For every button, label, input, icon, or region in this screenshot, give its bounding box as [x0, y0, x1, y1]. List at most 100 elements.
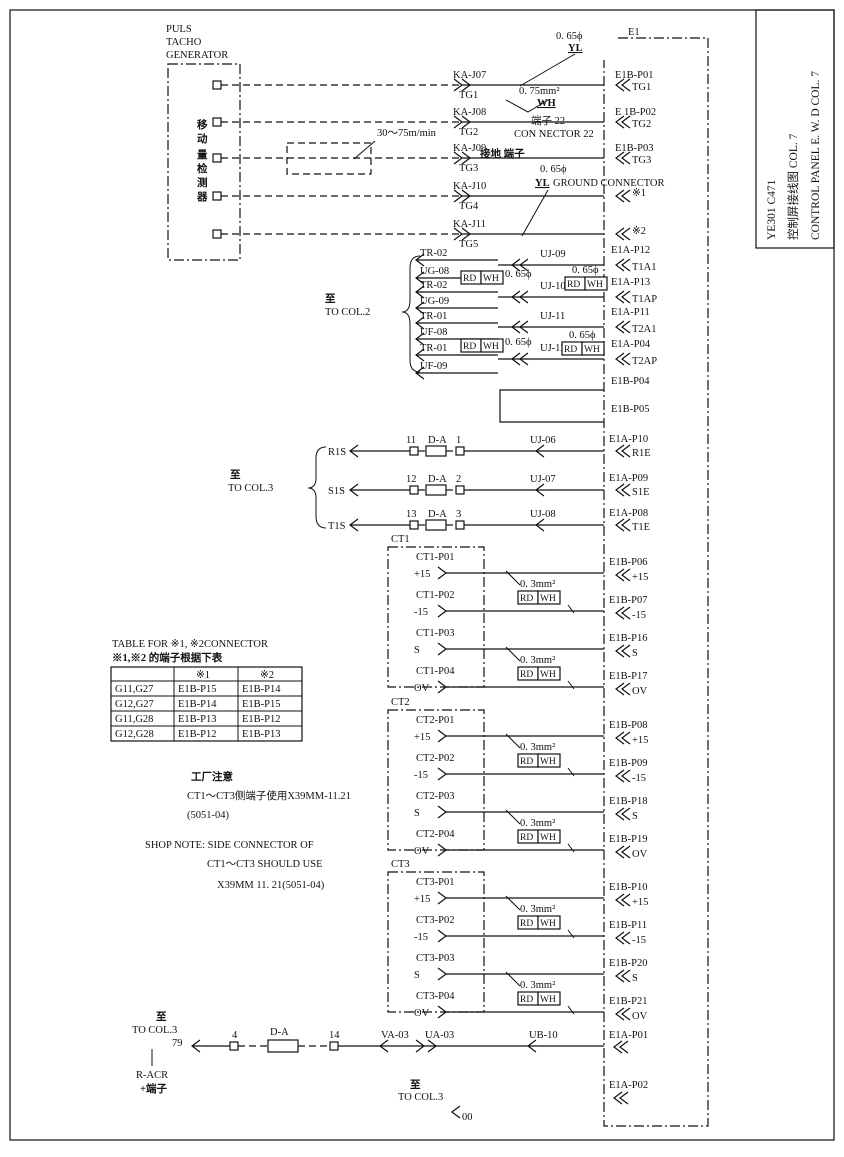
- yl1-tag: YL: [568, 43, 583, 54]
- col3-terminal-signal: R1E: [632, 448, 651, 459]
- terminal-arrow: [615, 115, 625, 129]
- generator-line3: GENERATOR: [166, 50, 228, 61]
- ct-arrow: [437, 729, 447, 743]
- bottom-va: VA-03: [381, 1030, 409, 1041]
- col2-arrow: [519, 320, 529, 334]
- table-cell: G12,G28: [115, 729, 154, 740]
- ct-pin: CT3-P03: [416, 953, 455, 964]
- terminal-arrow: [621, 1007, 631, 1021]
- terminal-arrow: [615, 320, 625, 334]
- terminal-arrow: [621, 969, 631, 983]
- terminal-arrow: [615, 290, 625, 304]
- col3-n-left: 11: [406, 435, 416, 446]
- terminal-arrow: [615, 807, 625, 821]
- ct-pin: CT3-P01: [416, 877, 455, 888]
- bottom-ua: UA-03: [425, 1030, 454, 1041]
- bottom-group: 至 TO COL.3 79 R-ACR +端子 4 D-A 14 VA-03 U…: [132, 1011, 648, 1123]
- title-line3: CONTROL PANEL E. W. D COL. 7: [810, 71, 822, 240]
- wh-box: [537, 829, 561, 844]
- ct-wire-size: 0. 3mm²: [520, 980, 555, 991]
- tg-arrow: [461, 189, 471, 203]
- ct-terminal-id: E1B-P17: [609, 671, 648, 682]
- terminal-arrow: [615, 969, 625, 983]
- terminal-arrow: [615, 352, 625, 366]
- ct-box: [387, 871, 485, 1013]
- col2-arrow: [415, 301, 425, 315]
- ct-twist-mark: [505, 646, 575, 690]
- term-e1b-p05: E1B-P05: [611, 404, 650, 415]
- generator-cn-1: 移: [197, 118, 208, 131]
- ct-terminal-id: E1B-P20: [609, 958, 648, 969]
- table-cell: E1B-P13: [178, 714, 217, 725]
- ct-arrow: [437, 891, 447, 905]
- col2-left-label: TR-02: [420, 280, 447, 291]
- bottom-ub: UB-10: [529, 1030, 558, 1041]
- terminal-arrow: [621, 352, 631, 366]
- col3-uj: UJ-07: [530, 474, 556, 485]
- col3-terminal-id: E1A-P09: [609, 473, 648, 484]
- tg-terminal-id: E1B-P01: [615, 70, 654, 81]
- table-header: ※2: [260, 670, 274, 681]
- col3-arrow: [535, 518, 545, 532]
- ct-pin: CT2-P04: [416, 829, 455, 840]
- generator-cn-5: 测: [197, 176, 208, 189]
- col2-to-cn: 至: [325, 293, 336, 305]
- terminal-arrow: [621, 807, 631, 821]
- col2-arrow: [511, 290, 521, 304]
- col3-term-right: [455, 446, 465, 456]
- col2-arrow: [519, 258, 529, 272]
- terminal-arrow: [615, 189, 625, 203]
- e1-strip-outline: [603, 37, 709, 1127]
- col3-to-cn: 至: [230, 469, 241, 481]
- tg-terminal-signal: TG3: [632, 155, 651, 166]
- ct-pin: CT2-P03: [416, 791, 455, 802]
- ct-terminal-signal: S: [632, 811, 638, 822]
- wh-label: WH: [540, 670, 556, 680]
- terminal-arrow: [621, 682, 631, 696]
- bottom-term-right: [329, 1041, 339, 1051]
- terminal-arrow: [615, 518, 625, 532]
- r-acr-cn: +端子: [140, 1082, 167, 1095]
- wh-label: WH: [540, 757, 556, 767]
- bottom-da-element: [267, 1039, 299, 1053]
- ct-terminal-id: E1B-P08: [609, 720, 648, 731]
- wh-label: WH: [584, 345, 600, 355]
- col2-size-left: 0. 65ϕ: [505, 337, 532, 348]
- col3-term-left: [409, 485, 419, 495]
- ct-groups: CT1CT1-P01+15E1B-P06+15CT1-P02-15E1B-P07…: [387, 534, 648, 1022]
- ct-terminal-id: E1B-P21: [609, 996, 648, 1007]
- ct-pin-signal: OV: [414, 683, 430, 694]
- col3-n-left: 13: [406, 509, 417, 520]
- col3-da-element: [425, 519, 447, 531]
- bottom-term1: E1A-P01: [609, 1030, 648, 1041]
- ct-arrow: [437, 967, 447, 981]
- ct-terminal-id: E1B-P11: [609, 920, 647, 931]
- table-header: ※1: [196, 670, 210, 681]
- wh-box: [480, 270, 504, 285]
- col2-arrow: [511, 320, 521, 334]
- ct-pin-signal: -15: [414, 932, 428, 943]
- col2-terminal-signal: T2AP: [632, 356, 657, 367]
- wh-label: WH: [587, 280, 603, 290]
- terminal-arrow: [621, 931, 631, 945]
- terminal-arrow: [615, 258, 625, 272]
- generator-terminal: [212, 153, 222, 163]
- ct-box: [387, 709, 485, 851]
- col3-arrow: [535, 483, 545, 497]
- factory-cn-title: 工厂注意: [191, 770, 233, 783]
- col3-uj: UJ-08: [530, 509, 556, 520]
- generator-terminal: [212, 117, 222, 127]
- terminal-arrow: [621, 78, 631, 92]
- generator-terminal: [212, 80, 222, 90]
- p04-p05-jumper: [499, 389, 604, 423]
- col2-arrow: [415, 285, 425, 299]
- ct-terminal-id: E1B-P16: [609, 633, 648, 644]
- yl2-tag: YL: [535, 178, 550, 189]
- generator-cn-3: 量: [197, 148, 208, 161]
- ct-twist-mark: [505, 895, 575, 939]
- col2-left-label: TR-02: [420, 248, 447, 259]
- tg-terminal-id: E1B-P03: [615, 143, 654, 154]
